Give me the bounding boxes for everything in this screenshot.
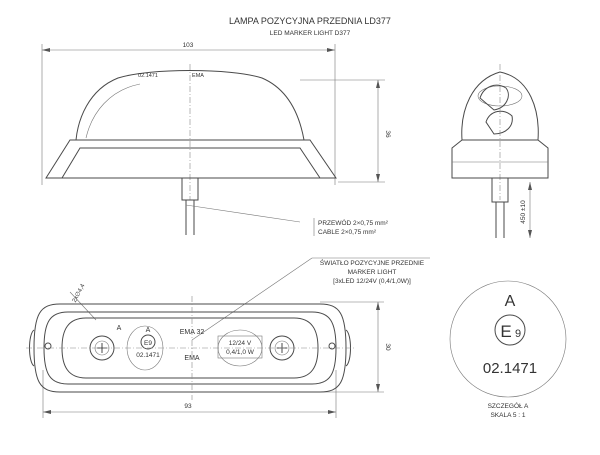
dim-height-front: 30 [384, 343, 391, 351]
lens-mark-a: A [117, 325, 122, 332]
light-note-l3: [3xLED 12/24V (0,4/1,0W)] [333, 278, 411, 285]
light-note-l1: ŚWIATŁO POZYCYJNE PRZEDNIE [320, 258, 425, 267]
detail-mark-a: A [505, 293, 516, 310]
title-en: LED MARKER LIGHT D377 [270, 30, 351, 37]
side-view: 103 36 02.1471 EMA PRZEWÓD 2×0,75 mm² CA… [41, 42, 391, 236]
dim-width-top: 103 [183, 42, 194, 49]
lens-mark-e9: E9 [144, 340, 152, 347]
cable-note-pl: PRZEWÓD 2×0,75 mm² [318, 218, 389, 227]
title-pl: LAMPA POZYCYJNA PRZEDNIA LD377 [229, 16, 391, 26]
detail-mark-number: 02.1471 [483, 360, 537, 377]
detail-caption-2: SKALA 5 : 1 [490, 412, 525, 419]
cable-note-en: CABLE 2×0,75 mm² [318, 229, 377, 236]
lens-mark-power: 0,4/1,0 W [226, 349, 255, 356]
top-mark-left: 02.1471 [138, 73, 158, 79]
lens-mark-a2: A [146, 327, 151, 334]
dim-width-bottom: 93 [184, 403, 192, 410]
dim-cable-length: 450 ±10 [520, 200, 527, 224]
lens-mark-brand: EMA [184, 355, 200, 362]
detail-caption-1: SZCZEGÓŁ A [488, 401, 529, 410]
lens-mark-approval: 02.1471 [136, 352, 160, 359]
top-mark-right: EMA [192, 73, 204, 79]
dim-height-side: 36 [384, 130, 391, 138]
detail-mark-nine: 9 [515, 328, 521, 340]
light-note: ŚWIATŁO POZYCYJNE PRZEDNIE MARKER LIGHT … [191, 257, 430, 341]
detail-a: A E 9 02.1471 SZCZEGÓŁ A SKALA 5 : 1 [449, 280, 567, 419]
detail-mark-e: E [500, 322, 511, 341]
dim-hole: 2x∅4,4 [71, 282, 87, 303]
light-note-l2: MARKER LIGHT [348, 269, 397, 276]
end-view: 450 ±10 [451, 64, 549, 238]
lens-mark-voltage: 12/24 V [229, 340, 252, 347]
plan-view: 93 30 2x∅4,4 [26, 282, 391, 418]
